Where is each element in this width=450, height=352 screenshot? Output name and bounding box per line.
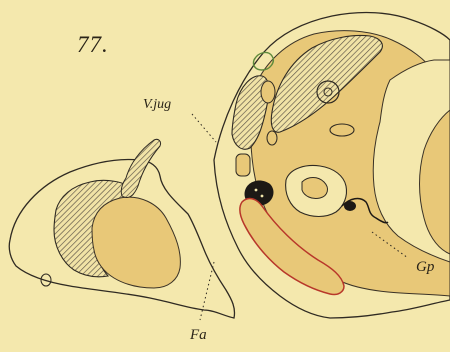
nerve-ganglion (344, 201, 356, 211)
vjug-hatched-vessel (121, 139, 160, 197)
small-filled-node (236, 154, 250, 176)
vjug-leader-line (192, 114, 216, 142)
label-vjug: V.jug (143, 98, 171, 112)
label-gp: Gp (416, 260, 434, 275)
tissue-oval-a (261, 81, 275, 103)
figure-number: 77. (77, 33, 109, 56)
label-fa: Fa (190, 328, 207, 343)
